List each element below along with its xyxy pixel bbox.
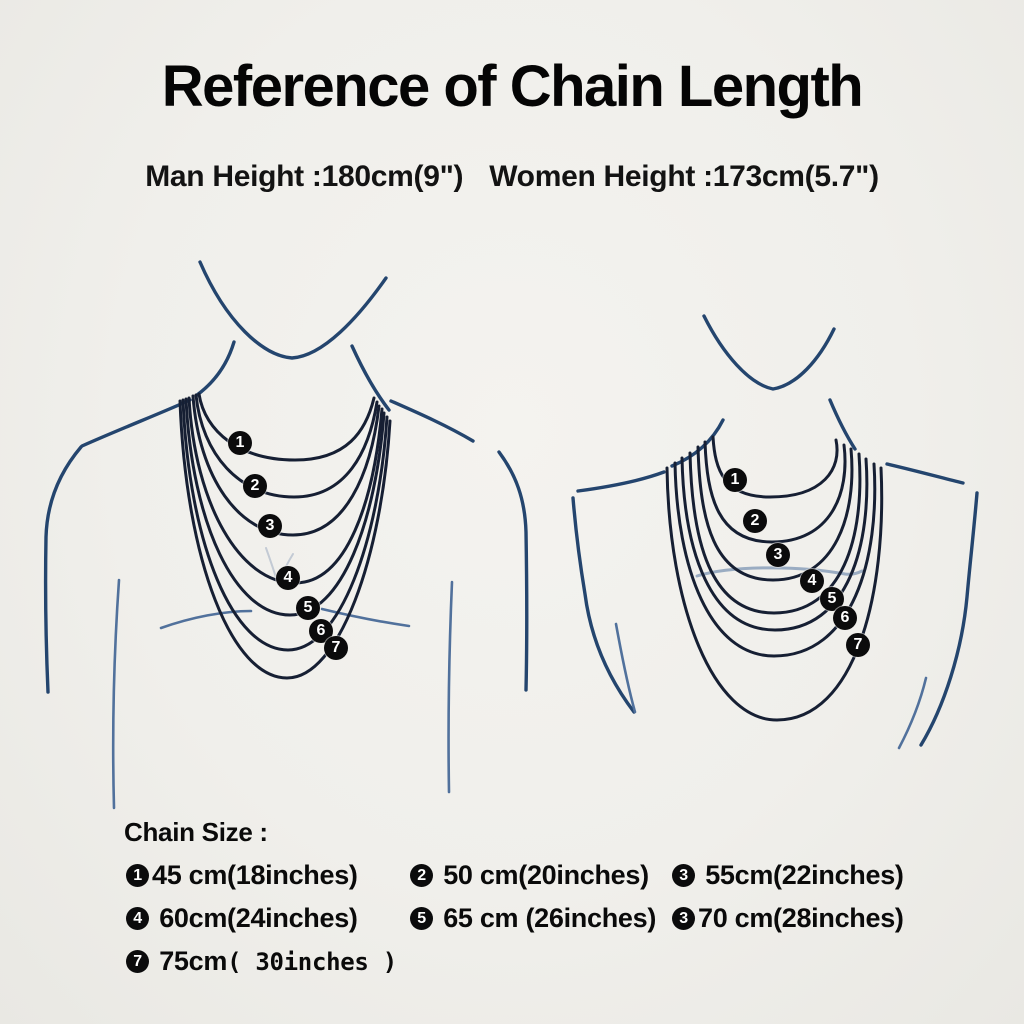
- woman-waist-right-line: [897, 676, 928, 750]
- man-chain-marker-3: 3: [258, 514, 282, 538]
- legend-text-6: 70 cm(28inches): [698, 903, 904, 933]
- man-arm-left-line: [43, 445, 83, 694]
- legend-item-4: 4 60cm(24inches): [126, 905, 410, 932]
- women-height-text: Women Height :173cm(5.7"): [489, 160, 879, 193]
- woman-chain-marker-3: 3: [766, 543, 790, 567]
- woman-shoulder-left-line: [576, 470, 666, 493]
- legend-badge-4: 4: [126, 907, 149, 930]
- woman-chain-marker-7: 7: [846, 633, 870, 657]
- woman-shoulder-right-line: [885, 462, 965, 485]
- man-height-text: Man Height :180cm(9"): [145, 160, 464, 193]
- woman-chain-2: [703, 440, 847, 544]
- woman-chin-line: [702, 314, 836, 391]
- legend-badge-1: 1: [126, 864, 149, 887]
- man-chain-marker-7: 7: [324, 636, 348, 660]
- woman-chain-6: [673, 461, 877, 658]
- man-chain-6: [181, 398, 389, 652]
- man-chain-marker-6: 6: [309, 619, 333, 643]
- woman-arm-right-line: [919, 491, 979, 747]
- man-chain-marker-4: 4: [276, 566, 300, 590]
- woman-chain-3: [696, 445, 854, 582]
- woman-chain-1: [711, 435, 839, 499]
- legend-badge-2: 2: [410, 864, 433, 887]
- legend-text-7-inches: ( 30inches ): [227, 947, 397, 976]
- woman-chain-marker-6: 6: [833, 606, 857, 630]
- man-shoulder-right-line: [389, 399, 475, 443]
- legend-badge-5: 5: [410, 907, 433, 930]
- legend-badge-7: 7: [126, 950, 149, 973]
- woman-bust-line: [695, 566, 864, 578]
- legend-item-7: 7 75cm( 30inches ): [126, 948, 904, 975]
- man-chin-line: [198, 260, 388, 360]
- man-chest-left-line: [159, 609, 253, 630]
- man-chain-7: [178, 399, 392, 680]
- woman-chains: [665, 435, 884, 722]
- woman-neck-left-line: [670, 418, 725, 468]
- man-arm-right-line: [497, 450, 529, 692]
- man-chain-marker-2: 2: [243, 474, 267, 498]
- man-chain-3: [191, 394, 381, 537]
- man-shoulder-left-line: [80, 398, 192, 448]
- legend-text-1: 45 cm(18inches): [152, 860, 358, 890]
- woman-chain-marker-1: 1: [723, 468, 747, 492]
- man-chain-5: [184, 397, 386, 617]
- legend-text-2: 50 cm(20inches): [436, 860, 649, 890]
- man-side-left-line: [111, 578, 121, 810]
- legend-heading: Chain Size :: [124, 817, 268, 847]
- man-chest-right-line: [320, 607, 411, 628]
- woman-neck-right-line: [828, 398, 857, 451]
- man-chain-marker-1: 1: [228, 431, 252, 455]
- legend-text-7: 75cm: [152, 946, 228, 976]
- man-chain-2: [194, 393, 379, 499]
- woman-chain-4: [688, 451, 862, 615]
- page-title: Reference of Chain Length: [161, 54, 864, 119]
- height-subtitle: Man Height :180cm(9") Women Height :173c…: [0, 162, 1024, 192]
- man-chain-marker-5: 5: [296, 596, 320, 620]
- man-figure-outline: [43, 260, 529, 810]
- legend-item-2: 2 50 cm(20inches): [410, 862, 672, 889]
- man-chains: [178, 392, 392, 680]
- man-side-right-line: [447, 580, 454, 794]
- legend-text-3: 55cm(22inches): [698, 860, 904, 890]
- woman-figure-outline: [571, 314, 979, 750]
- woman-waist-left-line: [614, 622, 637, 714]
- legend-item-3: 3 55cm(22inches): [672, 862, 904, 889]
- woman-chain-5: [680, 456, 869, 632]
- woman-chain-7: [665, 466, 884, 722]
- man-neck-left-line: [195, 340, 236, 397]
- legend-text-5: 65 cm (26inches): [436, 903, 657, 933]
- woman-chain-marker-2: 2: [743, 509, 767, 533]
- legend-badge-3: 3: [672, 864, 695, 887]
- man-chain-1: [197, 392, 376, 462]
- man-neck-right-line: [350, 344, 391, 412]
- legend-item-5: 5 65 cm (26inches): [410, 905, 672, 932]
- legend-badge-6: 3: [672, 907, 695, 930]
- legend-text-4: 60cm(24inches): [152, 903, 358, 933]
- woman-arm-left-line: [571, 496, 636, 714]
- woman-chain-marker-4: 4: [800, 569, 824, 593]
